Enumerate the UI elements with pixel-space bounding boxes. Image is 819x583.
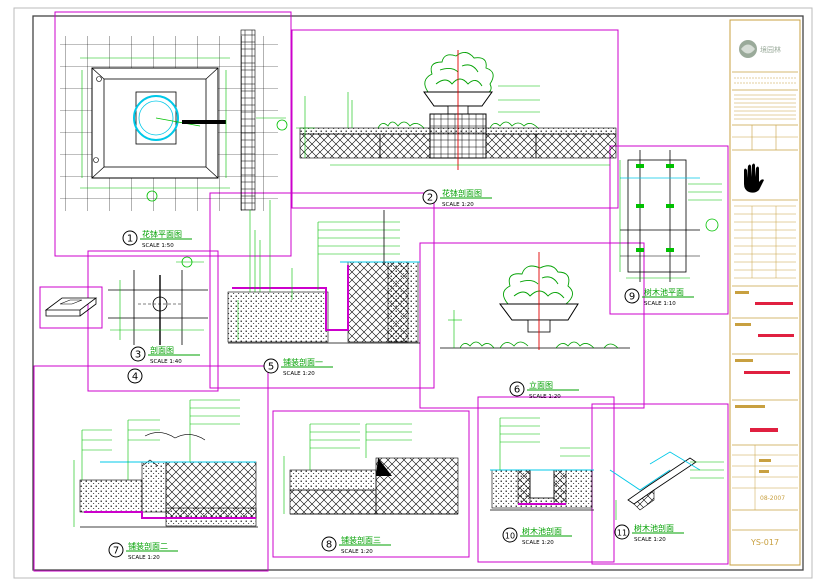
detail-number: 5 [268, 362, 274, 373]
detail-title: 花钵剖面图 [442, 188, 482, 198]
detail-5-paving-section [227, 200, 420, 344]
detail-3-inset [44, 297, 98, 317]
company-name: 境园林 [760, 45, 781, 54]
titleblock-notes [732, 94, 798, 126]
detail-scale: SCALE 1:20 [442, 202, 474, 208]
detail-labels: 1 花钵平面图 SCALE 1:50 2 花钵剖面图 SCALE 1:20 3 剖面图 SCAL… [108, 188, 694, 561]
title-block: 境园林 [729, 19, 801, 566]
detail-label-7: 7 铺装剖面二 SCALE 1:20 [108, 541, 178, 561]
detail-number-circle [130, 346, 146, 362]
detail-label-10: 10 树木池剖面 SCALE 1:20 [502, 526, 572, 546]
detail-number-circle [127, 368, 143, 384]
detail-scale: SCALE 1:20 [634, 537, 666, 543]
detail-number: 9 [629, 292, 635, 303]
detail-title: 铺装剖面二 [128, 541, 168, 551]
detail-scale: SCALE 1:10 [644, 301, 676, 307]
detail-scale: SCALE 1:20 [341, 549, 373, 555]
titleblock-table [732, 125, 798, 151]
detail-number-circle [614, 524, 630, 540]
detail-label-1: 1 花钵平面图 SCALE 1:50 [122, 229, 192, 249]
viewport-7 [33, 365, 269, 572]
detail-title: 立面图 [529, 380, 553, 390]
detail-number: 2 [427, 193, 433, 204]
detail-scale: SCALE 1:20 [128, 555, 160, 561]
tree-pit-opening [135, 91, 177, 145]
detail-7-paving-section [73, 399, 258, 528]
detail-scale: SCALE 1:20 [283, 371, 315, 377]
detail-scale: SCALE 1:40 [150, 359, 182, 365]
viewport-9 [609, 145, 729, 315]
viewport-frames [33, 11, 729, 572]
titleblock-drawing-title [732, 405, 798, 446]
detail-label-4: 4 [127, 368, 143, 384]
viewport-10 [477, 396, 615, 563]
detail-number-circle [263, 358, 279, 374]
detail-scale: SCALE 1:20 [522, 540, 554, 546]
detail-label-8: 8 铺装剖面三 SCALE 1:20 [321, 535, 391, 555]
titleblock-project [732, 323, 798, 355]
detail-number-circle [422, 189, 438, 205]
detail-number: 4 [132, 372, 138, 383]
viewport-inset [39, 286, 103, 329]
detail-number-circle [108, 542, 124, 558]
detail-number: 1 [127, 234, 133, 245]
detail-label-6: 6 立面图 SCALE 1:20 [509, 380, 579, 400]
detail-6-elevation [440, 252, 630, 350]
detail-number-circle [122, 230, 138, 246]
detail-11-tree-pit-section [609, 451, 724, 520]
detail-label-11: 11 树木池剖面 SCALE 1:20 [614, 523, 684, 543]
detail-10-tree-pit-section [490, 417, 594, 511]
viewport-8 [272, 410, 470, 558]
detail-number: 3 [135, 350, 141, 361]
detail-number-circle [624, 288, 640, 304]
sheet-inner-border [32, 15, 804, 571]
detail-number: 8 [326, 540, 332, 551]
titleblock-rows [732, 205, 798, 287]
detail-number: 6 [514, 385, 520, 396]
detail-number-circle [502, 527, 518, 543]
planter-ring [133, 95, 179, 141]
elevation-ground-shrubs [459, 341, 619, 349]
detail-4-plan [108, 256, 208, 345]
detail-9-tree-pit-plan [619, 150, 722, 282]
detail-title: 树木池剖面 [522, 526, 562, 536]
detail-title: 树木池平面 [644, 287, 684, 297]
detail-number-circle [321, 536, 337, 552]
sheet-outer-border [13, 7, 813, 579]
detail-title: 花钵平面图 [142, 229, 182, 239]
detail-title: 剖面图 [150, 345, 174, 355]
detail-scale: SCALE 1:20 [529, 394, 561, 400]
titleblock-signatures: 08-2007 [732, 445, 798, 511]
titleblock-date: 08-2007 [760, 495, 785, 502]
viewport-5 [209, 192, 435, 389]
drawing-number: YS-017 [750, 538, 779, 547]
viewport-1 [54, 11, 292, 257]
urn-shrubs [424, 52, 494, 95]
titleblock-client [732, 291, 798, 319]
detail-number: 7 [113, 546, 119, 557]
urn-shrubs-elevation [503, 265, 573, 305]
detail-number-circle [509, 381, 525, 397]
detail-scale: SCALE 1:50 [142, 243, 174, 249]
detail-label-3: 3 剖面图 SCALE 1:40 [130, 345, 200, 365]
viewport-2 [291, 29, 619, 209]
detail-number: 11 [617, 529, 627, 538]
detail-title: 铺装剖面一 [283, 357, 323, 367]
detail-2-planter-section [296, 50, 617, 170]
detail-1-planter-plan [60, 29, 288, 211]
detail-label-2: 2 花钵剖面图 SCALE 1:20 [422, 188, 492, 208]
detail-label-5: 5 铺装剖面一 SCALE 1:20 [263, 357, 333, 377]
detail-label-9: 9 树木池平面 SCALE 1:10 [624, 287, 694, 307]
detail-title: 铺装剖面三 [341, 535, 381, 545]
ground-cover [377, 121, 539, 129]
viewport-4 [87, 250, 219, 392]
detail-8-paving-section [283, 423, 459, 515]
titleblock-location [732, 359, 798, 401]
hand-icon [744, 163, 764, 193]
detail-number: 10 [505, 532, 515, 541]
detail-title: 树木池剖面 [634, 523, 674, 533]
company-logo: 境园林 [739, 40, 781, 58]
viewport-6 [419, 242, 645, 409]
